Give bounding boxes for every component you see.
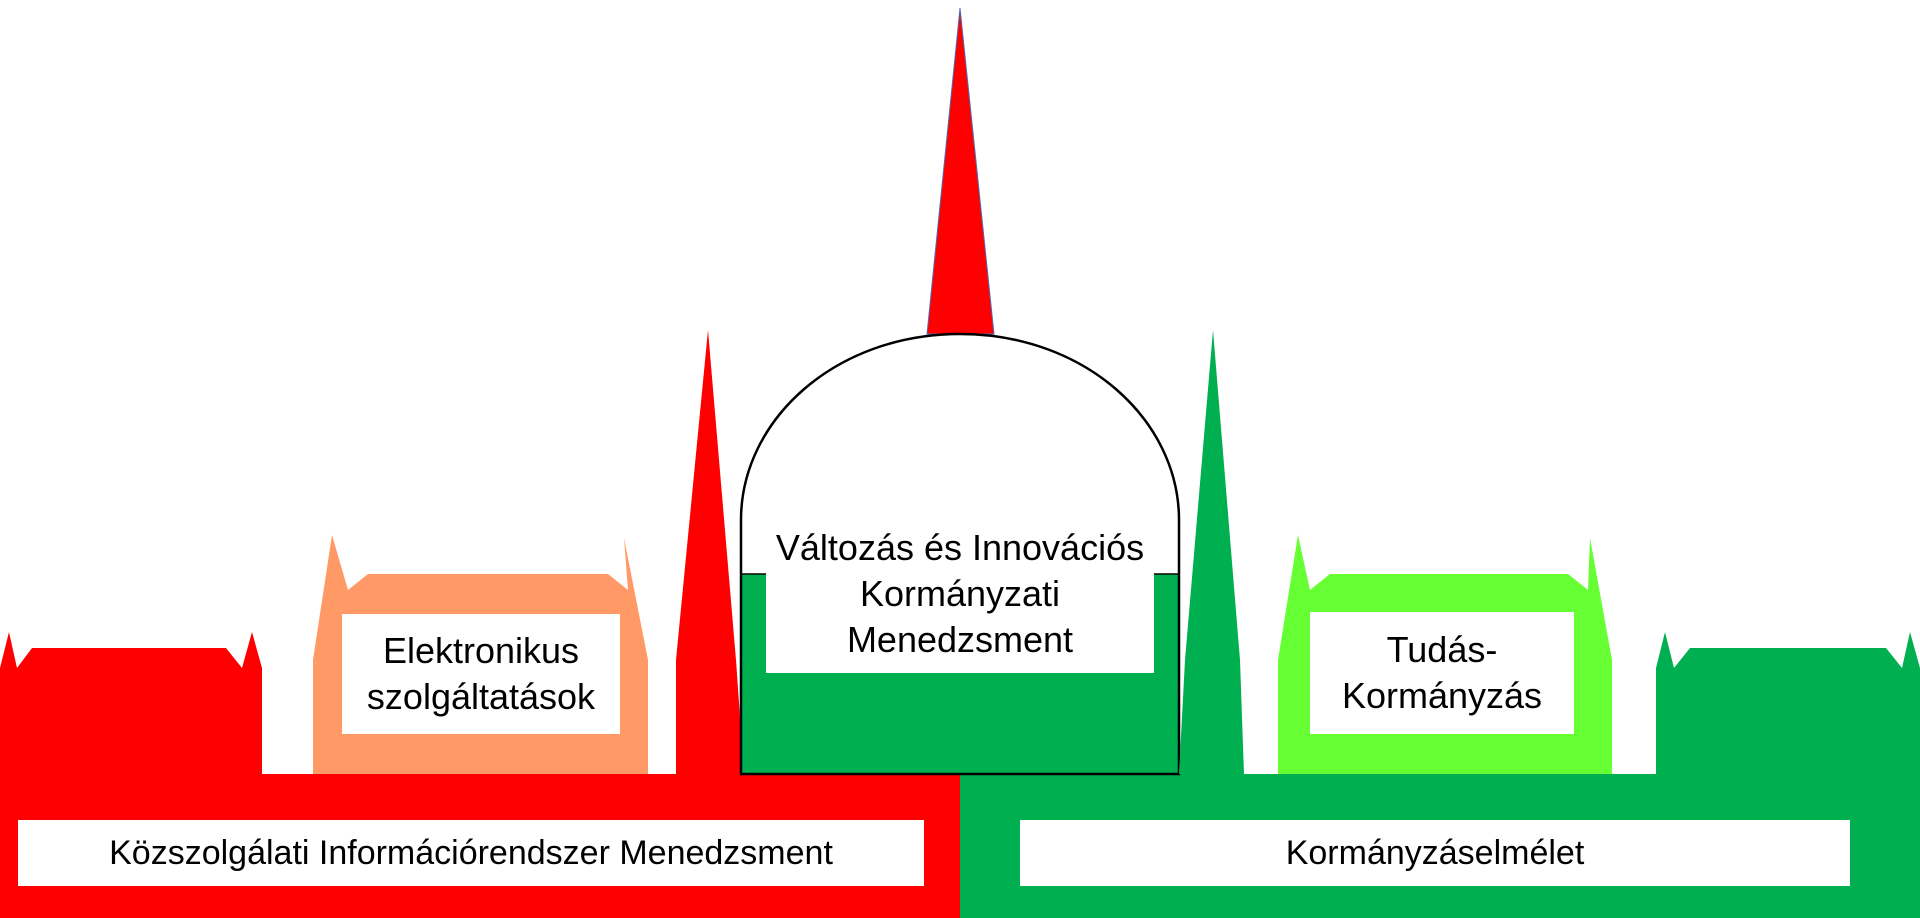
right-green-spire [1179,330,1244,774]
dome-label-line3: Menedzsment [846,619,1074,660]
left-wing-label: Elektronikus szolgáltatások [342,614,620,734]
right-base-label-text: Kormányzáselmélet [1285,834,1585,872]
dome-label-line1: Változás és Innovációs [775,527,1145,568]
right-wing-label: Tudás- Kormányzás [1310,612,1574,734]
left-red-spire [676,330,744,774]
dome-outline [739,332,1181,776]
left-red-tower [0,632,262,774]
dome-label: Változás és Innovációs Kormányzati Mened… [753,518,1167,682]
dome-arch [741,334,1179,574]
left-wing-label-line2: szolgáltatások [366,676,596,717]
right-wing-label-line1: Tudás- [1386,629,1498,670]
right-base-label: Kormányzáselmélet [1020,820,1850,886]
dome-label-line2: Kormányzati [859,573,1061,614]
left-base-label: Közszolgálati Információrendszer Menedzs… [18,820,924,886]
right-wing-label-line2: Kormányzás [1341,675,1543,716]
left-wing-label-line1: Elektronikus [382,630,580,671]
left-base-label-text: Közszolgálati Információrendszer Menedzs… [109,834,833,872]
right-green-tower [1656,632,1920,774]
dome-red-spire [926,7,995,335]
